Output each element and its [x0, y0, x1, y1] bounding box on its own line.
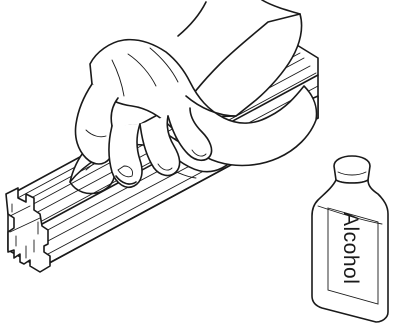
- alcohol-bottle-icon: Alcohol: [312, 156, 388, 322]
- bottle-label: Alcohol: [339, 212, 362, 284]
